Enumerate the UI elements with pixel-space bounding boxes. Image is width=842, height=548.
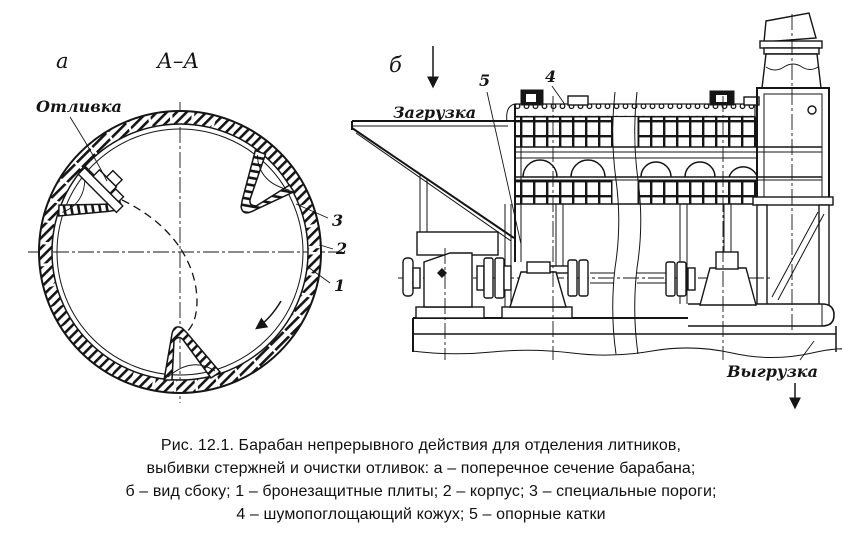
exhaust-tower — [756, 12, 830, 199]
view-a-cross-section: а А–А Отливка — [28, 49, 347, 403]
loading-label: Загрузка — [393, 103, 476, 122]
discharge-frame — [688, 196, 835, 327]
caption-line-2: выбивки стержней и очистки отливок: а – … — [146, 460, 696, 477]
casting-leader-line — [69, 116, 108, 182]
discharge-beam — [688, 303, 835, 327]
sill-bottom — [163, 326, 221, 381]
callout-5: 5 — [479, 71, 490, 90]
unloading-leader — [799, 340, 815, 361]
casing-arch — [640, 161, 672, 178]
unloading-label: Выгрузка — [726, 362, 818, 381]
drum-shell — [38, 110, 322, 394]
base-frame — [411, 306, 842, 358]
casting-trajectory — [121, 199, 198, 334]
casing-arch — [728, 166, 758, 178]
section-a-a-label: А–А — [155, 49, 199, 73]
bearing-pedestal — [699, 267, 757, 306]
drum-centerlines — [28, 102, 342, 403]
callout-1: 1 — [334, 276, 345, 295]
caption-line-4: 4 – шумопоглощающий кожух; 5 – опорные к… — [236, 506, 606, 523]
loading-chute — [351, 120, 515, 256]
view-b-side-view: б Загрузка 5 4 — [351, 12, 842, 410]
casting — [77, 166, 125, 214]
view-b-label: б — [389, 53, 402, 77]
figure-drawing: а А–А Отливка — [28, 12, 842, 410]
figure-caption: Рис. 12.1. Барабан непрерывного действия… — [0, 434, 842, 526]
shaft-end-handle — [402, 257, 414, 297]
rotation-arrow — [255, 300, 282, 330]
drive-assembly — [398, 251, 770, 308]
bearing-pedestal — [509, 271, 567, 308]
break-line — [634, 91, 642, 355]
callout-3: 3 — [332, 211, 343, 230]
sound-absorbing-casing — [506, 89, 822, 355]
callout-4: 4 — [545, 67, 556, 86]
callout-2: 2 — [335, 239, 347, 258]
caption-line-3: б – вид сбоку; 1 – бронезащитные плиты; … — [125, 483, 717, 500]
drive-gearbox — [423, 252, 473, 308]
casing-arch — [570, 159, 606, 178]
casing-arch — [684, 161, 716, 178]
view-a-callouts: 3 2 1 — [295, 203, 347, 295]
caption-line-1: Рис. 12.1. Барабан непрерывного действия… — [160, 437, 682, 454]
view-b-centerlines — [444, 14, 793, 360]
callout-4-leader — [551, 85, 567, 107]
view-a-label: а — [56, 49, 69, 73]
casing-arch — [522, 159, 558, 178]
break-line — [612, 91, 620, 355]
casting-label: Отливка — [36, 97, 122, 116]
